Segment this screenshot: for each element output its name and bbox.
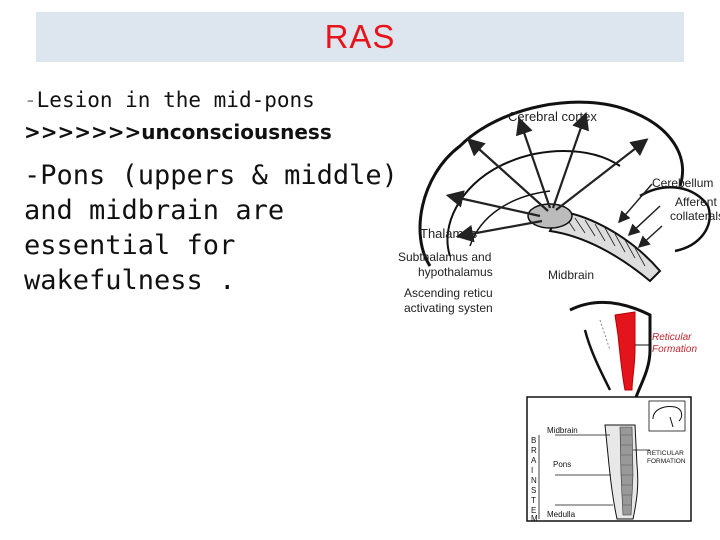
bullet-dash: - [24, 88, 37, 112]
label-thalamus: Thalamus [420, 226, 478, 241]
label-subthalamus: Subthalamus and [398, 250, 491, 264]
brainstem-diagram-figure: B R A I N S T E M Midbrain Pons Medulla … [526, 396, 692, 523]
label-activating: activating systen [404, 301, 493, 315]
brainstem-letter: A [531, 456, 537, 465]
bullet-2-paragraph: -Pons (uppers & middle) and midbrain are e… [24, 158, 398, 298]
reticular-formation-red [614, 311, 636, 391]
ras-brain-figure: Cerebral cortex Cerebellum Afferent coll… [398, 100, 720, 315]
brainstem-outline [548, 209, 662, 283]
brainstem-letter: R [531, 446, 537, 455]
projection-arrows [445, 111, 649, 243]
label-hypothalamus: hypothalamus [418, 265, 493, 279]
label-midbrain: Midbrain [548, 268, 594, 282]
bullet-2-line-2: and midbrain are [24, 195, 285, 226]
cerebellum-outline [639, 186, 711, 253]
label-medulla-small: Medulla [547, 510, 576, 519]
slide-title: RAS [324, 18, 396, 55]
label-pons-small: Pons [553, 460, 571, 469]
bullet-2-line-4: wakefulness . [24, 265, 236, 296]
label-reticular: Reticular [652, 332, 692, 343]
brainstem-letter: B [531, 436, 536, 445]
label-midbrain-small: Midbrain [547, 426, 578, 435]
label-formation: Formation [652, 344, 697, 355]
label-cerebral-cortex: Cerebral cortex [508, 109, 597, 124]
label-reticular-small: RETICULAR [647, 450, 684, 457]
label-cerebellum: Cerebellum [652, 176, 713, 190]
label-ascending: Ascending reticu [404, 286, 493, 300]
title-bar: RAS [36, 12, 684, 62]
brainstem-letter: S [531, 486, 536, 495]
bullet-2-line-1: -Pons (uppers & middle) [24, 160, 398, 191]
brainstem-letter: N [531, 476, 537, 485]
label-afferent: Afferent [675, 195, 717, 209]
brainstem-letter: T [531, 496, 536, 505]
bullet-1-text: Lesion in the mid-pons [36, 88, 315, 112]
bullet-1-line-a: -Lesion in the mid-pons [24, 88, 315, 112]
bullet-1-line-b: >>>>>>>unconsciousness [24, 120, 332, 144]
bullet-2-line-3: essential for [24, 230, 236, 261]
reticular-formation-figure: Reticular Formation [569, 300, 697, 400]
cortex-outline [418, 100, 685, 267]
label-collaterals: collaterals [670, 209, 720, 223]
brainstem-letter: M [531, 514, 538, 523]
brain-inset-icon [648, 400, 686, 432]
brainstem-profile [569, 300, 652, 400]
brainstem-letter: I [531, 466, 533, 475]
brainstem-letter: E [531, 506, 536, 515]
label-formation-small: FORMATION [647, 458, 686, 465]
